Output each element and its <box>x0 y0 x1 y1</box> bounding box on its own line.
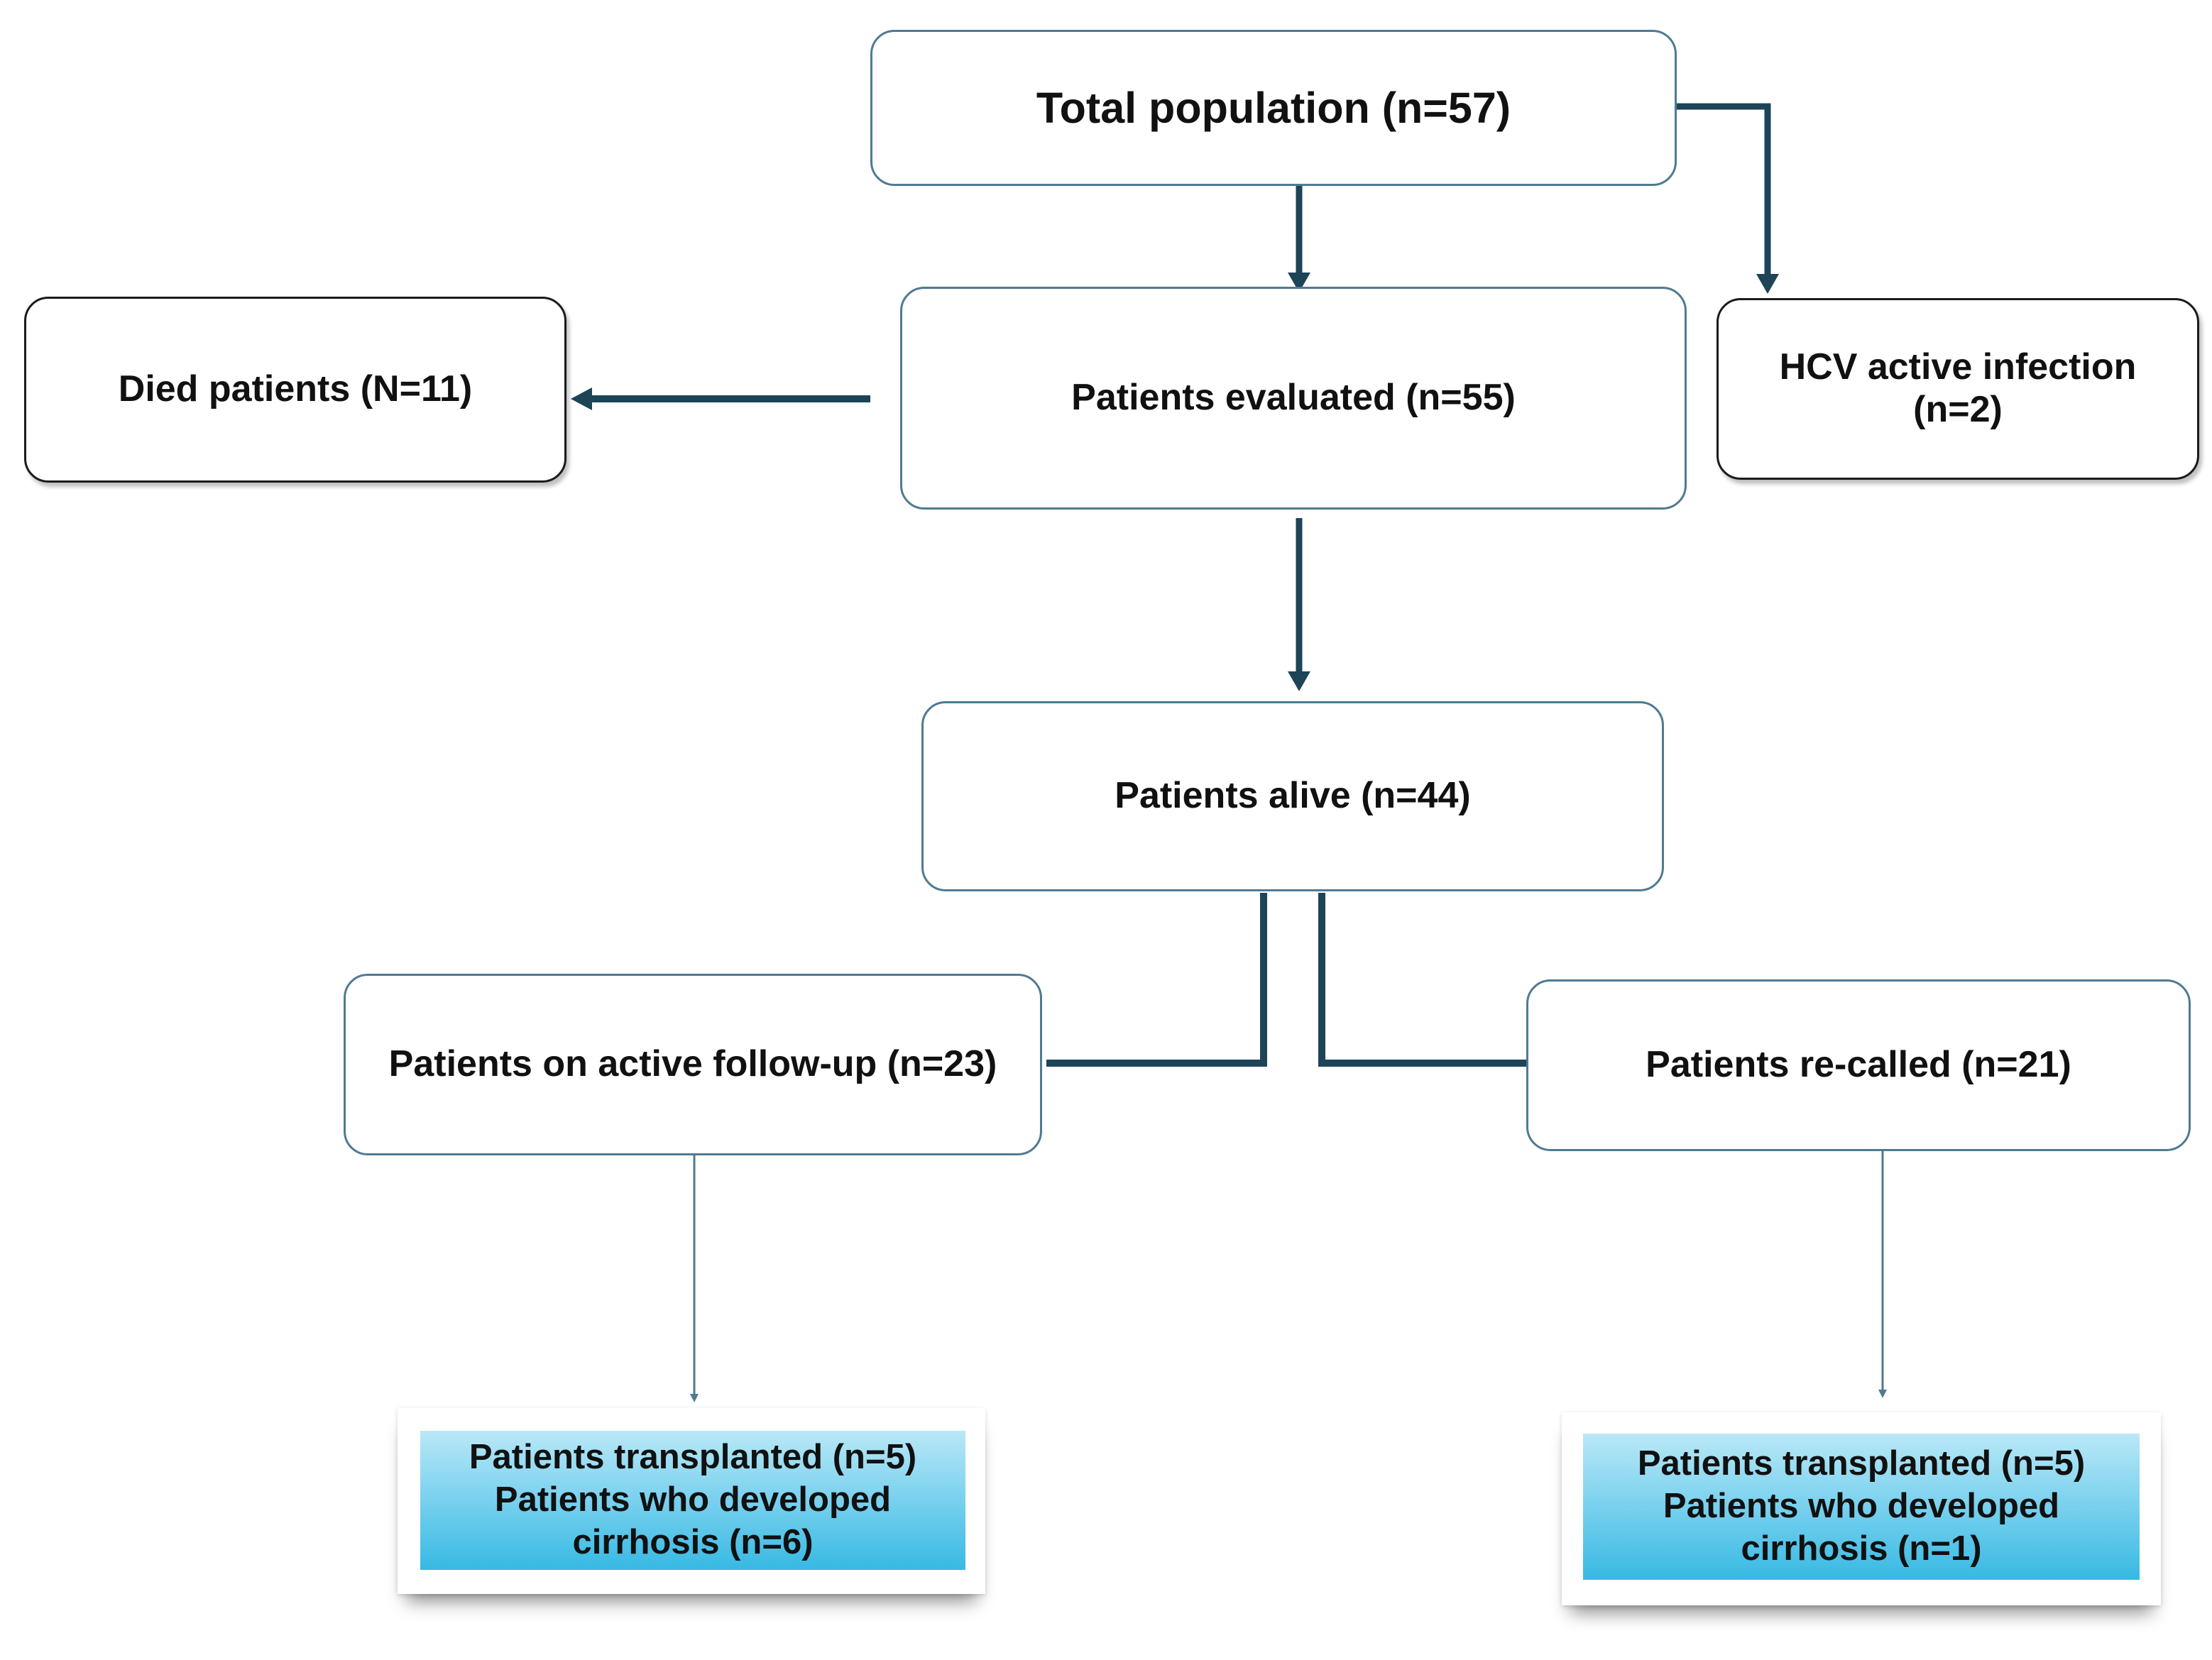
arrowhead-total-to-hcv <box>1756 274 1779 294</box>
arrowhead-evaluated-to-alive <box>1288 671 1310 691</box>
arrowhead-total-to-evaluated <box>1288 273 1310 292</box>
outcome-right-highlight: Patients transplanted (n=5) Patients who… <box>1583 1434 2140 1580</box>
node-hcv-active-infection: HCV active infection (n=2) <box>1717 298 2199 480</box>
outcome-left-highlight: Patients transplanted (n=5) Patients who… <box>420 1431 965 1570</box>
arrowhead-followup-to-outcome-left <box>690 1394 699 1402</box>
outcome-left-line-3: cirrhosis (n=6) <box>572 1522 814 1561</box>
arrowhead-recalled-to-outcome-right <box>1878 1390 1887 1398</box>
node-active-follow-up: Patients on active follow-up (n=23) <box>344 974 1042 1155</box>
edge-alive-to-followup <box>1046 893 1267 1067</box>
edge-total-to-hcv <box>1677 103 1771 277</box>
node-patients-recalled-label: Patients re-called (n=21) <box>1646 1044 2071 1086</box>
node-patients-evaluated: Patients evaluated (n=55) <box>900 287 1687 510</box>
node-total-population-label: Total population (n=57) <box>1036 83 1511 132</box>
outcome-right-line-2: Patients who developed <box>1663 1487 2060 1526</box>
node-died-patients-label: Died patients (N=11) <box>118 368 473 410</box>
outcome-left-card: Patients transplanted (n=5) Patients who… <box>398 1408 985 1594</box>
outcome-right-card: Patients transplanted (n=5) Patients who… <box>1562 1412 2161 1605</box>
arrowhead-evaluated-to-died <box>571 387 592 410</box>
node-patients-evaluated-label: Patients evaluated (n=55) <box>1071 377 1516 419</box>
node-patients-recalled: Patients re-called (n=21) <box>1526 979 2191 1151</box>
outcome-left-line-1: Patients transplanted (n=5) <box>469 1438 917 1477</box>
node-hcv-line-2: (n=2) <box>1913 389 2003 430</box>
node-patients-alive: Patients alive (n=44) <box>921 701 1664 891</box>
node-patients-alive-label: Patients alive (n=44) <box>1115 775 1471 817</box>
node-active-follow-up-label: Patients on active follow-up (n=23) <box>388 1043 997 1085</box>
outcome-right-line-3: cirrhosis (n=1) <box>1741 1529 1982 1568</box>
outcome-left-line-2: Patients who developed <box>494 1480 892 1519</box>
outcome-right-line-1: Patients transplanted (n=5) <box>1637 1444 2086 1483</box>
node-died-patients: Died patients (N=11) <box>24 297 566 483</box>
node-hcv-line-1: HCV active infection <box>1779 346 2137 388</box>
edge-alive-to-recalled <box>1318 893 1526 1067</box>
node-total-population: Total population (n=57) <box>870 30 1677 186</box>
